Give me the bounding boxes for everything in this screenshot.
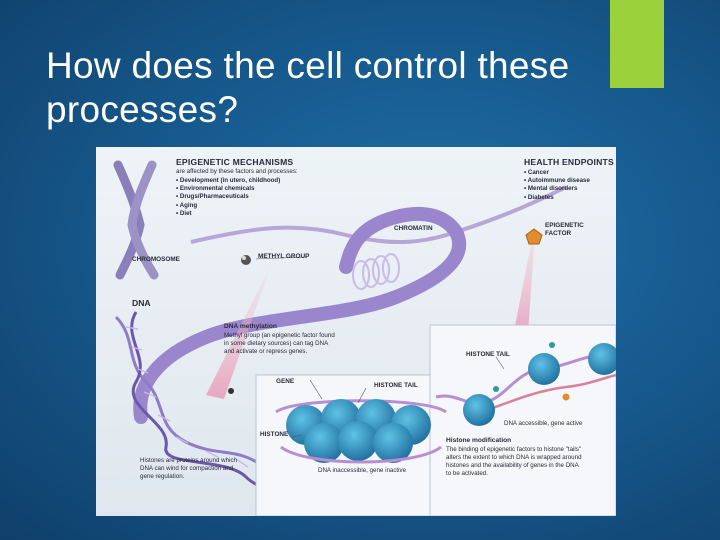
gene-label: GENE [276, 378, 295, 385]
histone-modification-title: Histone modification [446, 437, 512, 444]
dna-methylation-line2: in some dietary sources) can tag DNA [224, 340, 329, 347]
endpoint-item: Diabetes [524, 194, 590, 202]
epigenetic-factor-marker [525, 228, 543, 245]
methylation-beam [206, 265, 271, 399]
dna-methylation-line3: and activate or repress genes. [224, 348, 308, 355]
histone-modification-line2: alters the extent to which DNA is wrappe… [446, 454, 582, 461]
dna-label: DNA [132, 298, 151, 308]
epigenetic-factor-label: EPIGENETIC FACTOR [545, 222, 584, 238]
histones-note-line3: gene regulation. [140, 473, 185, 480]
methyl-group-marker [241, 255, 251, 265]
mechanism-item: Development (in utero, childhood) [176, 177, 280, 185]
slide-title: How does the cell control these processe… [46, 44, 646, 132]
dna-accessible-label: DNA accessible, gene active [504, 420, 583, 427]
mechanism-item: Environmental chemicals [176, 185, 280, 193]
chromosome-shape [113, 160, 159, 280]
histones-note-line2: DNA can wind for compaction and [140, 465, 234, 472]
dna-methylation-title: DNA methylation [224, 323, 277, 330]
epigenetic-mechanisms-heading: EPIGENETIC MECHANISMS [176, 157, 294, 167]
slide-title-line1: How does the cell control these [46, 45, 570, 86]
histones-note-line1: Histones are proteins around which [140, 457, 237, 464]
epigenetic-mechanisms-list: Development (in utero, childhood) Enviro… [176, 177, 281, 218]
chromosome-label: CHROMOSOME [132, 256, 180, 263]
leader-lines [255, 256, 505, 438]
chromatin-coil-rings [352, 253, 400, 290]
epigenetic-factor-label-line1: EPIGENETIC [545, 222, 584, 229]
dna-inaccessible-label: DNA inaccessible, gene inactive [318, 467, 407, 474]
epigenetic-factor-beam [514, 219, 536, 333]
health-endpoints-heading: HEALTH ENDPOINTS [524, 157, 614, 167]
endpoint-item: Mental disorders [524, 185, 590, 193]
histones-note: Histones are proteins around which DNA c… [140, 457, 237, 481]
methyl-on-dna [228, 388, 234, 394]
chromatin-label: CHROMATIN [394, 225, 433, 232]
chromatin-fiber [190, 185, 567, 244]
chromatin-coil [133, 206, 467, 424]
endpoint-item: Cancer [524, 169, 590, 177]
epigenetic-mechanisms-intro: are affected by these factors and proces… [176, 168, 298, 175]
histone-modification-line3: histones and the availability of genes i… [446, 462, 579, 469]
slide-title-line2: processes? [46, 89, 239, 130]
open-histones [435, 342, 616, 426]
dna-methylation-line1: Methyl group (an epigenetic factor found [224, 332, 335, 339]
histone-label: HISTONE [260, 431, 289, 438]
histone-tail-right-label: HISTONE TAIL [466, 351, 510, 358]
compact-histones [275, 399, 447, 464]
histone-modification-line1: The binding of epigenetic factors to his… [446, 446, 582, 453]
endpoint-item: Autoimmune disease [524, 177, 590, 185]
epigenetic-factor-label-line2: FACTOR [545, 230, 572, 237]
histone-modification-text: The binding of epigenetic factors to his… [446, 446, 582, 478]
mechanism-item: Drugs/Pharmaceuticals [176, 193, 280, 201]
mechanism-item: Diet [176, 210, 280, 218]
histone-modification-line4: to be activated. [446, 470, 488, 477]
histone-tail-left-label: HISTONE TAIL [374, 382, 418, 389]
mechanism-item: Aging [176, 202, 280, 210]
methyl-group-label: METHYL GROUP [258, 253, 310, 260]
dna-methylation-text: Methyl group (an epigenetic factor found… [224, 332, 335, 356]
accent-bar [610, 0, 664, 88]
epigenetics-figure: EPIGENETIC MECHANISMS are affected by th… [96, 147, 616, 516]
health-endpoints-list: Cancer Autoimmune disease Mental disorde… [524, 169, 590, 202]
